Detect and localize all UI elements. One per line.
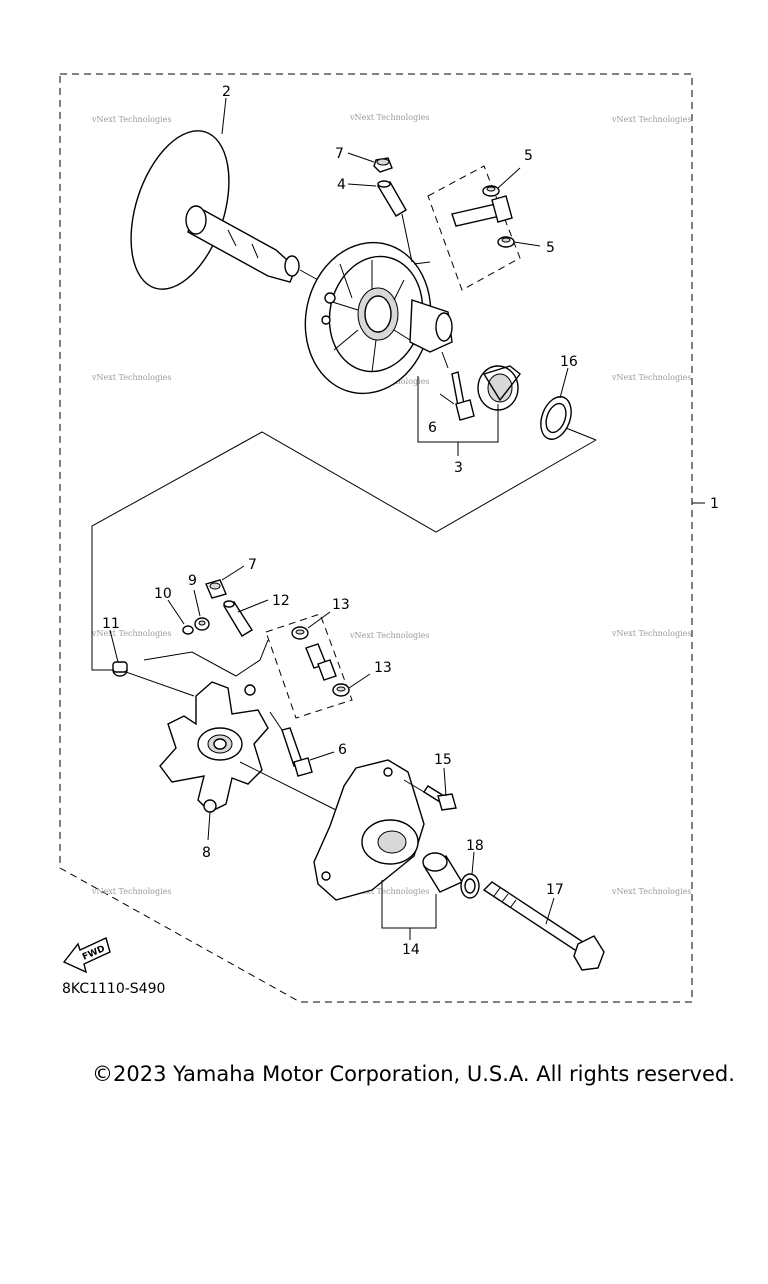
- washer-part-16: [540, 396, 572, 440]
- watermark: vNext Technologies: [611, 887, 691, 896]
- bolt-part-6-top: [451, 371, 475, 421]
- watermark: vNext Technologies: [349, 887, 429, 896]
- leader-5b: [513, 241, 541, 247]
- watermark: vNext Technologies: [91, 115, 171, 124]
- fwd-arrow-icon: FWD: [62, 937, 111, 974]
- callout-14: 14: [402, 942, 420, 958]
- leader-11-to-spider: [125, 671, 195, 697]
- watermark: vNext Technologies: [349, 631, 429, 640]
- assembly-boundary: [59, 73, 693, 1003]
- leader-13b: [348, 673, 371, 689]
- bolt-part-17: [482, 881, 605, 971]
- cover-part-14: [313, 759, 425, 901]
- leader-6a: [439, 393, 455, 405]
- leader-6b-to-spider: [269, 711, 283, 731]
- watermark: vNext Technologies: [611, 373, 691, 382]
- leader-13a: [307, 611, 331, 629]
- leader-10: [167, 599, 185, 625]
- slider-part-5: [451, 185, 515, 248]
- watermark: vNext Technologies: [611, 115, 691, 124]
- leader-11: [109, 629, 119, 663]
- collar-part-4: [376, 180, 407, 217]
- leader-spider-to-cover: [239, 761, 341, 813]
- callout-11: 11: [102, 616, 120, 632]
- oring-part-10: [182, 625, 194, 635]
- watermark: vNext Technologies: [91, 629, 171, 638]
- roller-part-13: [291, 626, 350, 697]
- callout-7: 7: [335, 146, 344, 162]
- nut-part-7-lower: [205, 579, 227, 599]
- leader-4-to-sheave: [401, 213, 413, 263]
- callout-15: 15: [434, 752, 452, 768]
- leader-slider: [413, 261, 431, 265]
- leader-2: [221, 97, 227, 135]
- watermark: vNext Technologies: [91, 373, 171, 382]
- callout-17: 17: [546, 882, 564, 898]
- callout-1: 1: [710, 496, 719, 512]
- assembly-connector: [91, 431, 597, 671]
- roller-subassembly-box: [265, 613, 353, 719]
- leader-16-right: [565, 427, 597, 441]
- callout-7: 7: [248, 557, 257, 573]
- seal-ring: [477, 365, 521, 411]
- cap-part-11: [112, 661, 128, 677]
- leader-15: [443, 767, 447, 797]
- callout-18: 18: [466, 838, 484, 854]
- callout-5: 5: [524, 148, 533, 164]
- callout-12: 12: [272, 593, 290, 609]
- leader-8: [207, 811, 211, 841]
- callout-8: 8: [202, 845, 211, 861]
- leader-17: [545, 897, 555, 925]
- callout-6: 6: [338, 742, 347, 758]
- leader-12: [237, 599, 269, 613]
- leader-5a: [497, 167, 521, 189]
- bushing-part-9: [194, 617, 210, 631]
- callout-6: 6: [428, 420, 437, 436]
- callout-4: 4: [337, 177, 346, 193]
- spider-part-8: [159, 681, 269, 813]
- leader-4: [347, 183, 377, 187]
- leader-18: [471, 851, 475, 875]
- movable-sheave-part-3: [304, 241, 453, 395]
- collar-part-12: [222, 600, 253, 637]
- callout-13: 13: [374, 660, 392, 676]
- fixed-sheave-part-2: [130, 130, 300, 290]
- watermarks: vNext Technologies vNext Technologies vN…: [91, 113, 691, 896]
- callout-16: 16: [560, 354, 578, 370]
- callout-2: 2: [222, 84, 231, 100]
- copyright-notice: ©2023 Yamaha Motor Corporation, U.S.A. A…: [92, 1062, 735, 1086]
- callout-13: 13: [332, 597, 350, 613]
- watermark: vNext Technologies: [611, 629, 691, 638]
- leader-9: [193, 589, 201, 617]
- slider-subassembly-box: [427, 165, 521, 291]
- bushing-part-14: [422, 852, 464, 893]
- bolt-part-6-lower: [281, 727, 313, 777]
- nut-part-7-top: [373, 157, 393, 173]
- leader-16: [559, 367, 569, 399]
- watermark: vNext Technologies: [349, 113, 429, 122]
- callout-3: 3: [454, 460, 463, 476]
- leader-15-to-cover: [403, 779, 425, 793]
- washer-part-18: [460, 873, 480, 899]
- leader-7b: [221, 565, 245, 581]
- callout-9: 9: [188, 573, 197, 589]
- bracket-14: [381, 880, 437, 929]
- leader-6-to-sheave: [441, 351, 449, 369]
- watermark: vNext Technologies: [91, 887, 171, 896]
- figure-code: 8KC1110-S490: [62, 981, 165, 997]
- leader-small-parts: [143, 639, 269, 677]
- leader-6b: [309, 751, 335, 761]
- leader-shaft: [299, 269, 319, 281]
- bolt-part-15: [423, 785, 457, 811]
- leader-7a: [347, 152, 375, 163]
- callout-10: 10: [154, 586, 172, 602]
- callout-5: 5: [546, 240, 555, 256]
- callouts: 2 7 4 5 5 16 6 3 1 7 9 10 12 13 11 13 6 …: [102, 84, 719, 958]
